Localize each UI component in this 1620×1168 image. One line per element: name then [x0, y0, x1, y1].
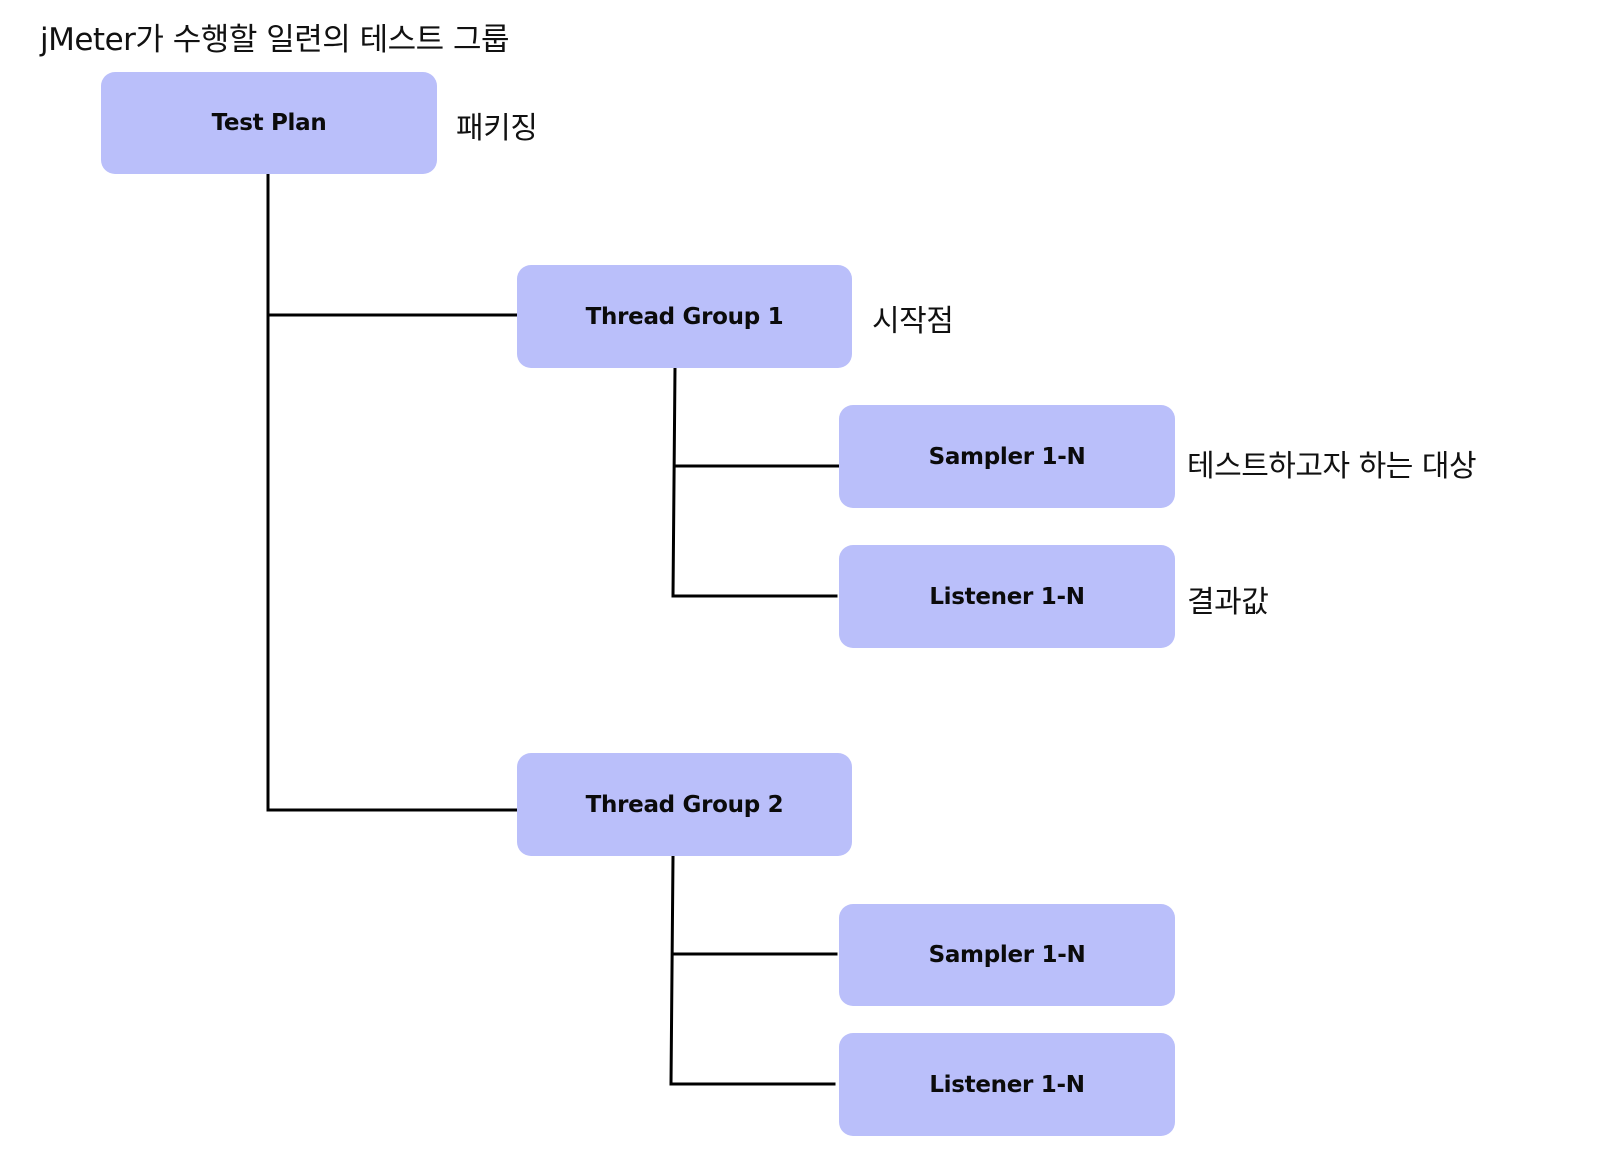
note-thread-group-1: 시작점 — [872, 304, 954, 339]
node-listener-1: Listener 1-N — [839, 545, 1175, 648]
node-thread-group-2: Thread Group 2 — [517, 753, 852, 856]
node-test-plan: Test Plan — [101, 72, 437, 174]
note-listener: 결과값 — [1187, 585, 1269, 620]
node-thread-group-1: Thread Group 1 — [517, 265, 852, 368]
node-listener-2: Listener 1-N — [839, 1033, 1175, 1136]
node-sampler-1-label: Sampler 1-N — [928, 443, 1086, 470]
thread-group-1-trunk-line — [671, 366, 677, 598]
diagram-title: jMeter가 수행할 일련의 테스트 그룹 — [40, 22, 510, 58]
node-sampler-2-label: Sampler 1-N — [928, 942, 1086, 968]
thread-group-2-trunk-line — [669, 855, 675, 1086]
node-thread-group-1-label: Thread Group 1 — [585, 303, 784, 330]
node-test-plan-label: Test Plan — [211, 110, 327, 136]
node-sampler-2: Sampler 1-N — [839, 904, 1175, 1006]
node-thread-group-2-label: Thread Group 2 — [585, 791, 784, 818]
note-sampler: 테스트하고자 하는 대상 — [1187, 449, 1477, 484]
node-listener-2-label: Listener 1-N — [929, 1071, 1085, 1098]
note-test-plan: 패키징 — [456, 111, 538, 146]
node-listener-1-label: Listener 1-N — [929, 583, 1085, 610]
node-sampler-1: Sampler 1-N — [839, 405, 1175, 508]
